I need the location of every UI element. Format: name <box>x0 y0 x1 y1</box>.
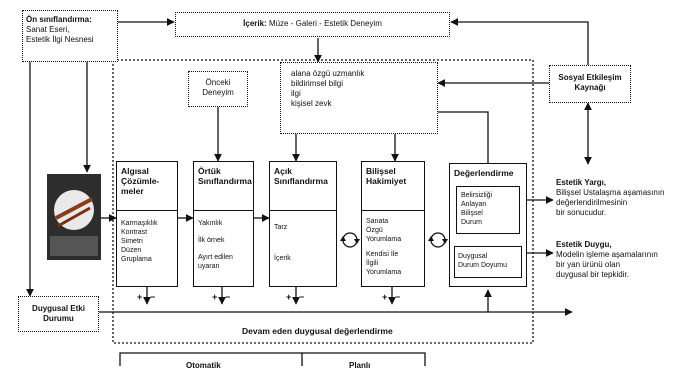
stage-title-line: Örtük <box>198 166 221 176</box>
stage-item: Gruplama <box>121 256 152 263</box>
previous-experience-line: Deneyim <box>202 88 234 97</box>
aesthetic-emotion: Estetik Duygu, Modelin işleme aşamaların… <box>556 240 658 280</box>
affect-state-line: Durumu <box>43 314 74 323</box>
aesthetic-judgement: Estetik Yargı, Bilişsel Ustalaşma aşamas… <box>556 178 664 218</box>
stage-cognitive-mastery: Bilişsel Hakimiyet Sanata Özgü Yorumlama… <box>361 161 425 287</box>
stage-perceptual-analysis: Algısal Çözümle- meler Karmaşıklık Kontr… <box>116 161 178 287</box>
social-interaction-box: Sosyal Etkileşim Kaynağı <box>549 65 631 103</box>
stage-title: Algısal Çözümle- meler <box>117 162 177 211</box>
stage-item: İlk örnek <box>198 237 225 244</box>
ambiguity-line: Bilişsel <box>461 210 483 217</box>
stage-title-line: Hakimiyet <box>366 176 407 186</box>
previous-experience-line: Önceki <box>205 78 231 87</box>
stage-item: Sanata <box>366 218 389 225</box>
pre-classification-box: Ön sınıflandırma: Sanat Eseri, Estetik İ… <box>22 10 118 62</box>
knowledge-item: kişisel zevk <box>291 99 332 108</box>
knowledge-item: alana özgü uzmanlık <box>291 69 365 78</box>
stage-title-line: Açık <box>274 166 292 176</box>
plus-sign: + <box>137 292 143 302</box>
social-interaction-line: Sosyal Etkileşim <box>558 73 622 82</box>
plus-sign: + <box>382 292 388 302</box>
emotional-state-line: Durum Doyumu <box>458 262 508 269</box>
stage-title-line: Sınıflandırma <box>198 176 252 186</box>
previous-experience-box: Önceki Deneyim <box>188 71 248 107</box>
ambiguity-line: Durum <box>461 219 483 226</box>
ambiguity-box: Belirsizliği Anlayan Bilişsel Durum <box>456 186 520 234</box>
stage-item: Simetri <box>121 238 143 245</box>
aesthetic-judgement-line: Bilişsel Ustalaşma aşamasının <box>556 188 665 197</box>
ambiguity-line: Anlayan <box>461 201 487 208</box>
stage-item: İlgili <box>366 260 379 267</box>
stage-title: Açık Sınıflandırma <box>270 162 336 211</box>
aesthetic-emotion-line: bir yan ürünü olan <box>556 260 621 269</box>
aesthetic-judgement-line: değerlendirilmesinin <box>556 198 628 207</box>
artwork-photo <box>47 174 101 260</box>
stage-title: Örtük Sınıflandırma <box>194 162 253 211</box>
evaluation-box: Değerlendirme Belirsizliği Anlayan Biliş… <box>449 163 527 287</box>
stage-items: Sanata Özgü Yorumlama Kendisi İle İlgili… <box>362 211 424 283</box>
main-frame <box>112 59 534 344</box>
stage-item: Özgü <box>366 227 383 234</box>
aesthetic-judgement-title: Estetik Yargı, <box>556 178 607 187</box>
stage-title-line: Bilişsel <box>366 166 396 176</box>
stage-explicit-classification: Açık Sınıflandırma Tarz İçerik <box>269 161 337 287</box>
stage-title: Bilişsel Hakimiyet <box>362 162 424 211</box>
plus-sign: + <box>286 292 292 302</box>
stage-item: Kendisi İle <box>366 251 399 258</box>
content-text: Müze - Galeri - Estetik Deneyim <box>266 19 382 28</box>
stage-item: İçerik <box>274 255 291 262</box>
affect-state-box: Duygusal Etki Durumu <box>18 296 99 332</box>
automatic-label: Otomatik <box>186 361 221 370</box>
pre-classification-line: Estetik İlgi Nesnesi <box>26 35 94 44</box>
pre-classification-line: Sanat Eseri, <box>26 25 70 34</box>
planned-label: Planlı <box>349 361 371 370</box>
content-prefix: İçerik: <box>243 19 267 28</box>
stage-item: Tarz <box>274 224 288 231</box>
emotional-state-box: Duygusal Durum Doyumu <box>454 246 522 278</box>
emotional-state-line: Duygusal <box>458 253 488 260</box>
pre-classification-title: Ön sınıflandırma: <box>26 15 92 24</box>
minus-sign: − <box>150 292 156 302</box>
stage-item: Kontrast <box>121 229 148 236</box>
minus-sign: − <box>395 292 401 302</box>
stage-items: Yakınlık İlk örnek Ayırt edilen uyaran <box>194 211 253 279</box>
ambiguity-line: Belirsizliği <box>461 192 493 199</box>
stage-title-line: Algısal <box>121 166 149 176</box>
stage-item: Yorumlama <box>366 236 402 243</box>
knowledge-box: alana özgü uzmanlık bildirimsel bilgi il… <box>280 62 438 134</box>
minus-sign: − <box>225 292 231 302</box>
plus-sign: + <box>212 292 218 302</box>
affect-state-line: Duygusal Etki <box>32 304 85 313</box>
knowledge-item: ilgi <box>291 89 301 98</box>
stage-item: Karmaşıklık <box>121 220 158 227</box>
aesthetic-emotion-title: Estetik Duygu, <box>556 240 612 249</box>
aesthetic-judgement-line: bir sonucudur. <box>556 208 607 217</box>
aesthetic-emotion-line: Modelin işleme aşamalarının <box>556 250 658 259</box>
stage-title-line: Sınıflandırma <box>274 176 328 186</box>
content-box: İçerik: Müze - Galeri - Estetik Deneyim <box>175 12 450 37</box>
minus-sign: − <box>299 292 305 302</box>
stage-title-line: meler <box>121 186 144 196</box>
ongoing-evaluation-label: Devam eden duygusal değerlendirme <box>242 326 393 336</box>
social-interaction-line: Kaynağı <box>574 83 606 92</box>
stage-title-line: Çözümle- <box>121 176 160 186</box>
stage-item: Ayırt edilen <box>198 254 233 261</box>
aesthetic-emotion-line: duygusal bir tepkidir. <box>556 270 629 279</box>
stage-items: Tarz İçerik <box>270 211 336 275</box>
stage-item: Yakınlık <box>198 220 223 227</box>
stage-implicit-classification: Örtük Sınıflandırma Yakınlık İlk örnek A… <box>193 161 254 287</box>
stage-item: Düzen <box>121 247 142 254</box>
evaluation-title: Değerlendirme <box>454 168 514 178</box>
knowledge-item: bildirimsel bilgi <box>291 79 344 88</box>
stage-item: Yorumlama <box>366 269 402 276</box>
stage-items: Karmaşıklık Kontrast Simetri Düzen Grupl… <box>117 211 177 272</box>
stage-item: uyaran <box>198 263 220 270</box>
